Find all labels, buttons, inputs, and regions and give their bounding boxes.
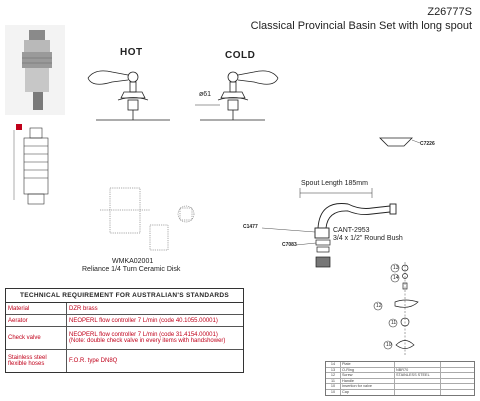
part-name: Cap (341, 389, 395, 395)
cold-label: COLD (225, 50, 256, 61)
callout-10: 10 (386, 342, 392, 348)
label-round-bush: 3/4 x 1/2" Round Bush (333, 235, 403, 242)
parts-list-table: 14 Plate 13 O-Ring NBR70 12 Screw STAINL… (325, 361, 475, 396)
cartridge-description-label: Reliance 1/4 Turn Ceramic Disk (82, 266, 181, 273)
spout-length-dimension (299, 188, 373, 198)
row-value: DZR brass (69, 305, 98, 312)
part-note (441, 390, 474, 395)
part-note (441, 362, 474, 367)
row-value-note: (Note: double check valve in every items… (69, 338, 226, 344)
part-no: 10 (326, 389, 341, 395)
part-note (441, 379, 474, 384)
cartridge-code-label: WMKA02001 (112, 258, 154, 265)
part-note (441, 373, 474, 378)
row-key: Stainless steel flexible hoses (6, 350, 67, 372)
table-row: 12 Screw STAINLESS STEEL (326, 373, 474, 379)
part-material (395, 362, 441, 367)
part-note (441, 368, 474, 373)
product-code: Z26777S (427, 6, 472, 18)
callout-14: 14 (393, 275, 399, 281)
part-name: O-Ring (341, 367, 395, 373)
row-value: NEOPERL flow controller 7 L/min (code 31… (69, 332, 218, 338)
spout-length-label: Spout Length 185mm (301, 180, 368, 187)
table-row: 10 Insertion for valve (326, 384, 474, 390)
callout-13: 13 (393, 265, 399, 271)
part-no: 10 (326, 384, 341, 389)
diameter-label: ø61 (199, 91, 212, 98)
part-name: Handle (341, 378, 395, 384)
cartridge-detail-drawings (100, 187, 195, 251)
part-no: 13 (326, 367, 341, 373)
table-row: Check valve NEOPERL flow controller 7 L/… (6, 327, 243, 350)
part-name: Screw (341, 373, 395, 378)
part-name: Insertion for valve (341, 384, 395, 389)
part-material (395, 389, 441, 395)
table-row: 10 Cap (326, 389, 474, 395)
table-row: 14 Plate (326, 362, 474, 368)
row-key: Aerator (6, 315, 67, 326)
part-note (441, 384, 474, 389)
cold-tap-drawing (200, 70, 279, 121)
part-material (395, 378, 441, 384)
cartridge-photo (5, 25, 65, 115)
table-row: 13 O-Ring NBR70 (326, 367, 474, 374)
table-row: Material DZR brass (6, 303, 243, 315)
title-block: Z26777S Classical Provincial Basin Set w… (212, 6, 472, 32)
table-row: Stainless steel flexible hoses F.O.R. ty… (6, 350, 243, 372)
spout-flange-drawing (379, 137, 421, 147)
product-title: Classical Provincial Basin Set with long… (250, 20, 472, 32)
label-c7226: C7226 (420, 141, 435, 147)
hot-label: HOT (120, 47, 143, 58)
part-no: 14 (326, 362, 341, 367)
spout-drawing (261, 203, 397, 239)
label-c1477: C1477 (243, 224, 258, 230)
part-material (395, 384, 441, 389)
part-material: STAINLESS STEEL (395, 373, 441, 378)
row-key: Check valve (6, 327, 67, 349)
table-row: 11 Handle (326, 378, 474, 385)
part-no: 12 (326, 373, 341, 378)
part-name: Plate (341, 362, 395, 367)
callout-circles (373, 263, 400, 350)
label-c7083: C7083 (282, 242, 297, 248)
bush-fittings-drawing (295, 239, 331, 268)
part-material: NBR70 (395, 367, 441, 373)
label-cant-2953: CANT-2953 (333, 227, 370, 234)
technical-requirements-table: TECHNICAL REQUIREMENT FOR AUSTRALIAN'S S… (5, 288, 244, 373)
table-row: Aerator NEOPERL flow controller 7 L/min … (6, 315, 243, 327)
part-no: 11 (326, 378, 341, 384)
exploded-handle-assembly (394, 262, 419, 356)
tech-table-title: TECHNICAL REQUIREMENT FOR AUSTRALIAN'S S… (6, 289, 243, 303)
row-value: NEOPERL flow controller 7 L/min (code 40… (69, 317, 218, 324)
row-key: Material (6, 303, 67, 314)
callout-11: 11 (391, 320, 397, 326)
callout-12: 12 (376, 303, 382, 309)
cartridge-section-drawing (13, 124, 49, 205)
row-value: F.O.R. type DN8Q (69, 358, 118, 364)
hot-tap-drawing (87, 70, 170, 121)
